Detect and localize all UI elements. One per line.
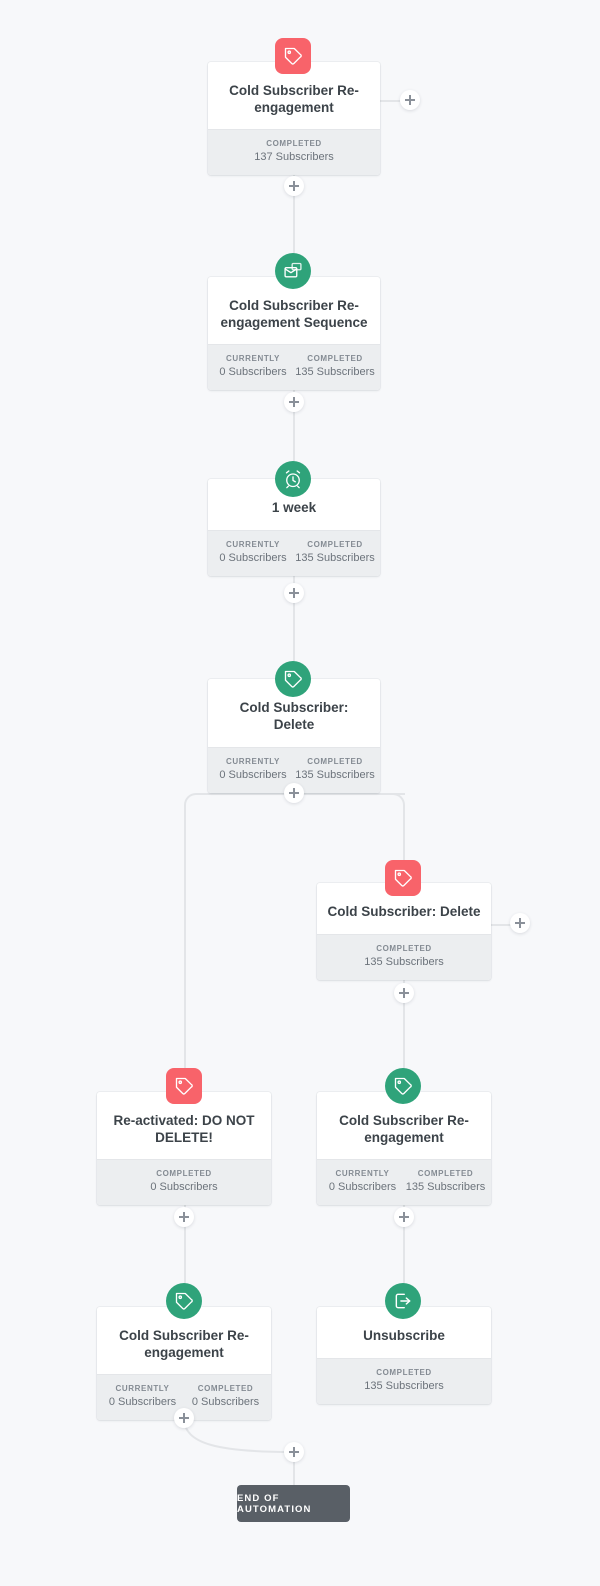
connector-left-down — [184, 805, 186, 1069]
connector-n5-side — [491, 924, 511, 926]
stat-value: 135 Subscribers — [364, 1380, 444, 1392]
node-stats: CURRENTLY 0 Subscribers COMPLETED 135 Su… — [317, 1159, 491, 1205]
node-card-n8[interactable]: Cold Subscriber Re-engagement CURRENTLY … — [97, 1307, 271, 1420]
connector-corner-left — [184, 793, 198, 807]
node-stats: COMPLETED 135 Subscribers — [317, 934, 491, 980]
end-of-automation-button[interactable]: END OF AUTOMATION — [237, 1485, 350, 1522]
connector-corner-right — [391, 793, 405, 807]
stat-value: 135 Subscribers — [295, 769, 375, 781]
stat-value: 135 Subscribers — [295, 366, 375, 378]
stat-value: 0 Subscribers — [150, 1181, 218, 1193]
add-step-button-n5-n7[interactable] — [394, 983, 414, 1003]
stat-value: 0 Subscribers — [108, 1396, 177, 1408]
stat-value: 135 Subscribers — [295, 552, 375, 564]
stat-value: 0 Subscribers — [219, 552, 287, 564]
stat-completed: COMPLETED 135 Subscribers — [294, 353, 376, 380]
node-card-n9[interactable]: Unsubscribe COMPLETED 135 Subscribers — [317, 1307, 491, 1404]
add-step-button-end[interactable] — [284, 1442, 304, 1462]
add-step-button-n1-n2[interactable] — [284, 176, 304, 196]
connector-split-left — [197, 793, 294, 795]
stat-value: 0 Subscribers — [328, 1181, 397, 1193]
connector-n7-n9 — [403, 1186, 405, 1292]
stat-label: CURRENTLY — [226, 540, 280, 549]
stat-currently: CURRENTLY 0 Subscribers — [212, 539, 294, 566]
stat-completed: COMPLETED 135 Subscribers — [321, 1367, 487, 1394]
add-step-button-n7-n9[interactable] — [394, 1207, 414, 1227]
connector-n1-n2 — [293, 156, 295, 263]
stat-currently: CURRENTLY 0 Subscribers — [321, 1168, 404, 1195]
stat-completed: COMPLETED 135 Subscribers — [404, 1168, 487, 1195]
node-stats: CURRENTLY 0 Subscribers COMPLETED 135 Su… — [208, 530, 380, 576]
stat-completed: COMPLETED 135 Subscribers — [321, 943, 487, 970]
node-card-n6[interactable]: Re-activated: DO NOT DELETE! COMPLETED 0… — [97, 1092, 271, 1205]
node-stats: COMPLETED 135 Subscribers — [317, 1358, 491, 1404]
connector-right-down — [403, 805, 405, 860]
add-step-button-n6-n8[interactable] — [174, 1207, 194, 1227]
stat-label: COMPLETED — [156, 1169, 212, 1178]
stat-completed: COMPLETED 0 Subscribers — [184, 1383, 267, 1410]
tag-icon — [275, 661, 311, 697]
stat-completed: COMPLETED 0 Subscribers — [101, 1168, 267, 1195]
stat-label: CURRENTLY — [226, 757, 280, 766]
node-card-n2[interactable]: Cold Subscriber Re-engagement Sequence C… — [208, 277, 380, 390]
stat-label: COMPLETED — [197, 1384, 254, 1393]
node-stats: COMPLETED 0 Subscribers — [97, 1159, 271, 1205]
stat-label: COMPLETED — [307, 354, 363, 363]
connector-n5-n7 — [403, 963, 405, 1069]
connector-end — [293, 1462, 295, 1486]
stat-value: 137 Subscribers — [254, 151, 334, 163]
stat-completed: COMPLETED 135 Subscribers — [294, 539, 376, 566]
node-card-n7[interactable]: Cold Subscriber Re-engagement CURRENTLY … — [317, 1092, 491, 1205]
stat-completed: COMPLETED 137 Subscribers — [212, 138, 376, 165]
node-stats: CURRENTLY 0 Subscribers COMPLETED 135 Su… — [208, 344, 380, 390]
node-card-n5[interactable]: Cold Subscriber: Delete COMPLETED 135 Su… — [317, 883, 491, 980]
tag-icon — [166, 1283, 202, 1319]
email-sequence-icon — [275, 253, 311, 289]
add-step-button-n1-side[interactable] — [400, 90, 420, 110]
stat-completed: COMPLETED 135 Subscribers — [294, 756, 376, 783]
stat-label: COMPLETED — [376, 1368, 432, 1377]
stat-currently: CURRENTLY 0 Subscribers — [101, 1383, 184, 1410]
stat-value: 0 Subscribers — [191, 1396, 260, 1408]
stat-currently: CURRENTLY 0 Subscribers — [212, 756, 294, 783]
stat-value: 135 Subscribers — [364, 956, 444, 968]
stat-label: CURRENTLY — [226, 354, 280, 363]
connector-n3-n4 — [293, 561, 295, 671]
unsubscribe-exit-icon — [385, 1283, 421, 1319]
add-step-button-n5-side[interactable] — [510, 913, 530, 933]
stat-value: 135 Subscribers — [405, 1181, 486, 1193]
stat-value: 0 Subscribers — [219, 366, 287, 378]
node-card-n1[interactable]: Cold Subscriber Re-engagement COMPLETED … — [208, 62, 380, 175]
tag-icon — [275, 38, 311, 74]
add-step-button-split[interactable] — [284, 783, 304, 803]
connector-n2-n3 — [293, 370, 295, 471]
connector-n6-n8 — [184, 1186, 186, 1292]
stat-value: 0 Subscribers — [219, 769, 287, 781]
stat-label: COMPLETED — [417, 1169, 474, 1178]
alarm-clock-icon — [275, 461, 311, 497]
tag-icon — [385, 860, 421, 896]
stat-label: CURRENTLY — [335, 1169, 390, 1178]
stat-label: COMPLETED — [376, 944, 432, 953]
stat-label: COMPLETED — [307, 757, 363, 766]
add-step-button-n8-end[interactable] — [174, 1408, 194, 1428]
node-title: Cold Subscriber Re-engagement Sequence — [208, 277, 380, 344]
tag-icon — [385, 1068, 421, 1104]
connector-split-right — [293, 793, 405, 795]
connector-n1-side — [380, 100, 400, 102]
tag-icon — [166, 1068, 202, 1104]
stat-label: COMPLETED — [266, 139, 322, 148]
stat-label: CURRENTLY — [115, 1384, 170, 1393]
add-step-button-n3-n4[interactable] — [284, 583, 304, 603]
node-stats: COMPLETED 137 Subscribers — [208, 129, 380, 175]
stat-currently: CURRENTLY 0 Subscribers — [212, 353, 294, 380]
stat-label: COMPLETED — [307, 540, 363, 549]
add-step-button-n2-n3[interactable] — [284, 392, 304, 412]
